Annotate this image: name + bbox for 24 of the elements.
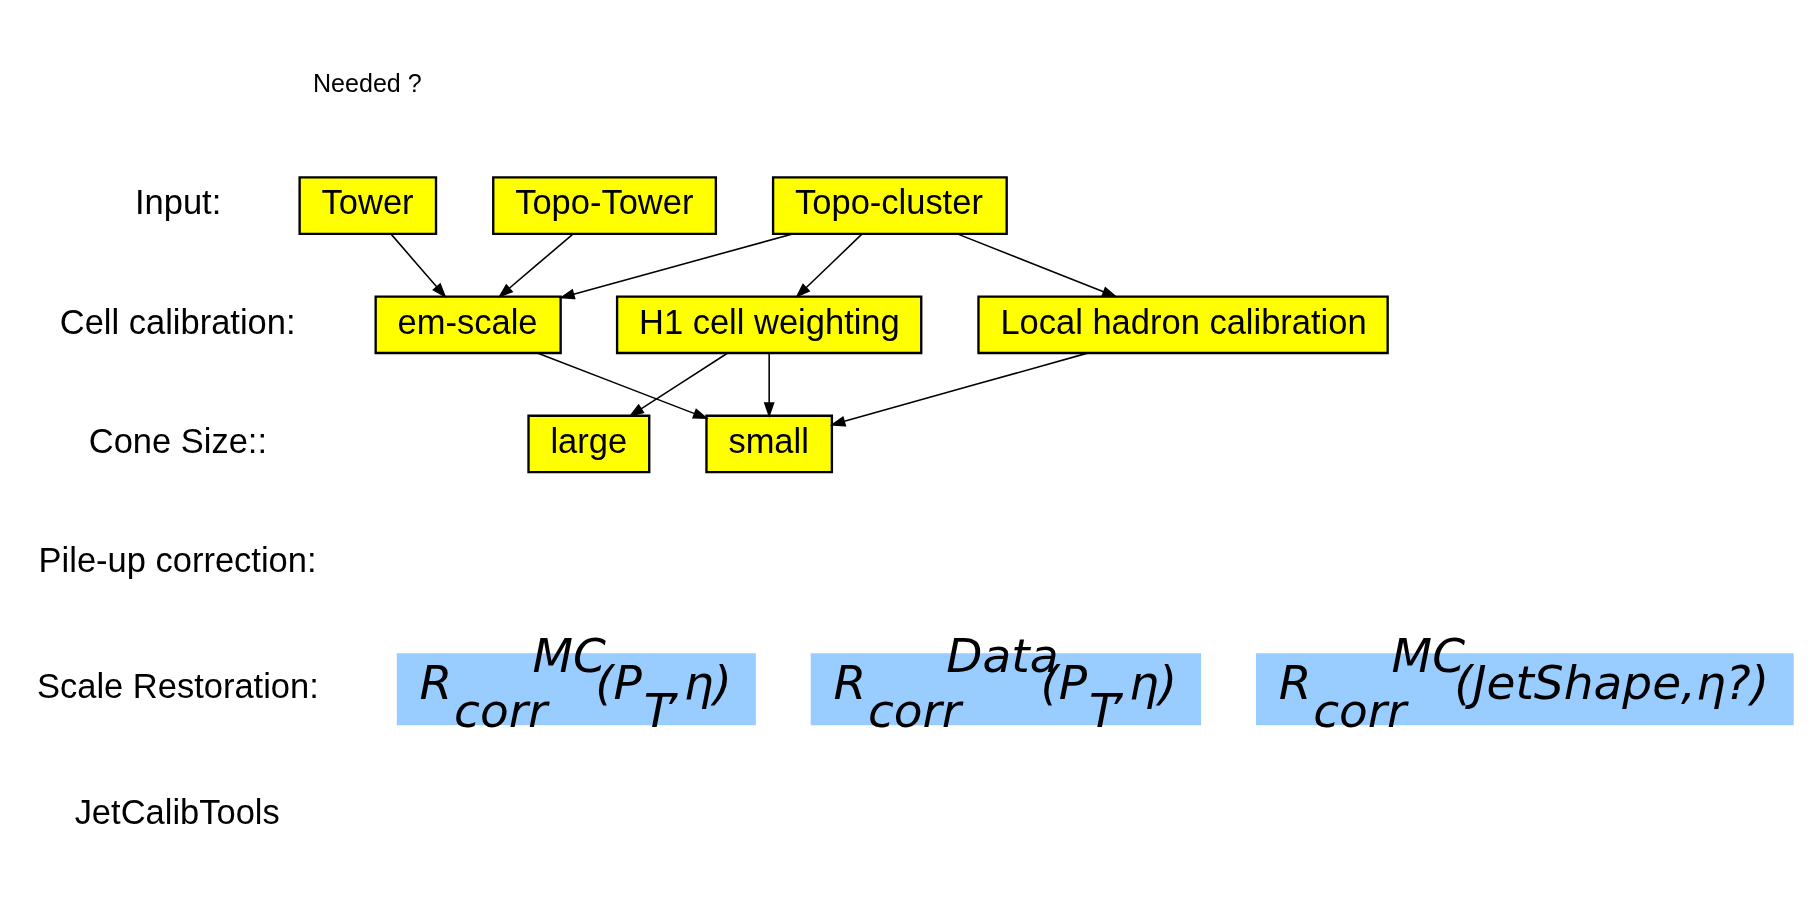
arrow	[497, 233, 574, 298]
arrow	[628, 352, 729, 417]
arrow	[559, 233, 794, 300]
label: Pile-up correction:	[38, 540, 317, 579]
node-box: Local hadron calibration	[977, 295, 1389, 355]
node-box: H1 cell weighting	[615, 295, 923, 355]
arrow	[763, 352, 775, 418]
node-box: Topo-Tower	[492, 176, 718, 236]
arrow	[537, 352, 709, 420]
label: Scale Restoration:	[37, 667, 319, 706]
label: JetCalibTools	[74, 793, 280, 832]
node-label: Needed ?	[312, 69, 422, 98]
label: Cone Size::	[88, 421, 268, 460]
arrow	[390, 233, 447, 299]
node-box: Tower	[298, 176, 438, 236]
arrow	[795, 233, 863, 299]
node-box: small	[705, 414, 834, 474]
arrow	[829, 352, 1089, 427]
label: Cell calibration:	[59, 302, 296, 341]
node-box: large	[527, 414, 651, 474]
arrow	[957, 233, 1118, 298]
node-box: Topo-cluster	[771, 176, 1008, 236]
label: Input:	[135, 183, 222, 222]
node-box: em-scale	[374, 295, 562, 355]
